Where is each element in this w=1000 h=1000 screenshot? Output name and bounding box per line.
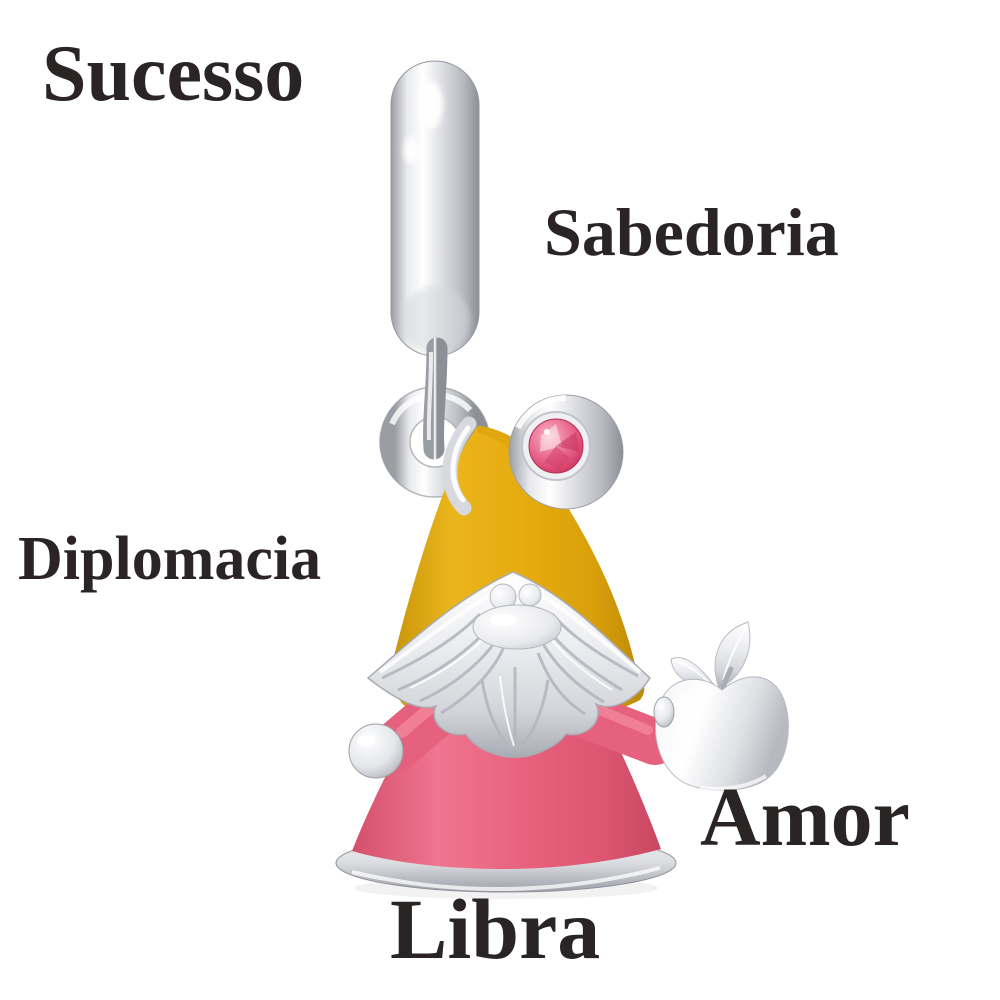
bail-wire [423,337,448,460]
gnome-nose [472,604,562,650]
apple [653,621,789,791]
gnome-beard [366,571,651,758]
label-libra: Libra [390,881,601,977]
left-hand [348,723,404,779]
label-amor: Amor [700,771,910,864]
hat-crystal-medallion [508,394,624,510]
brow-curl-right [518,583,542,607]
label-sabedoria: Sabedoria [544,194,839,270]
label-diplomacia: Diplomacia [18,525,322,593]
label-sucesso: Sucesso [42,30,305,118]
right-hand [653,696,675,728]
charm-bail [390,60,480,357]
